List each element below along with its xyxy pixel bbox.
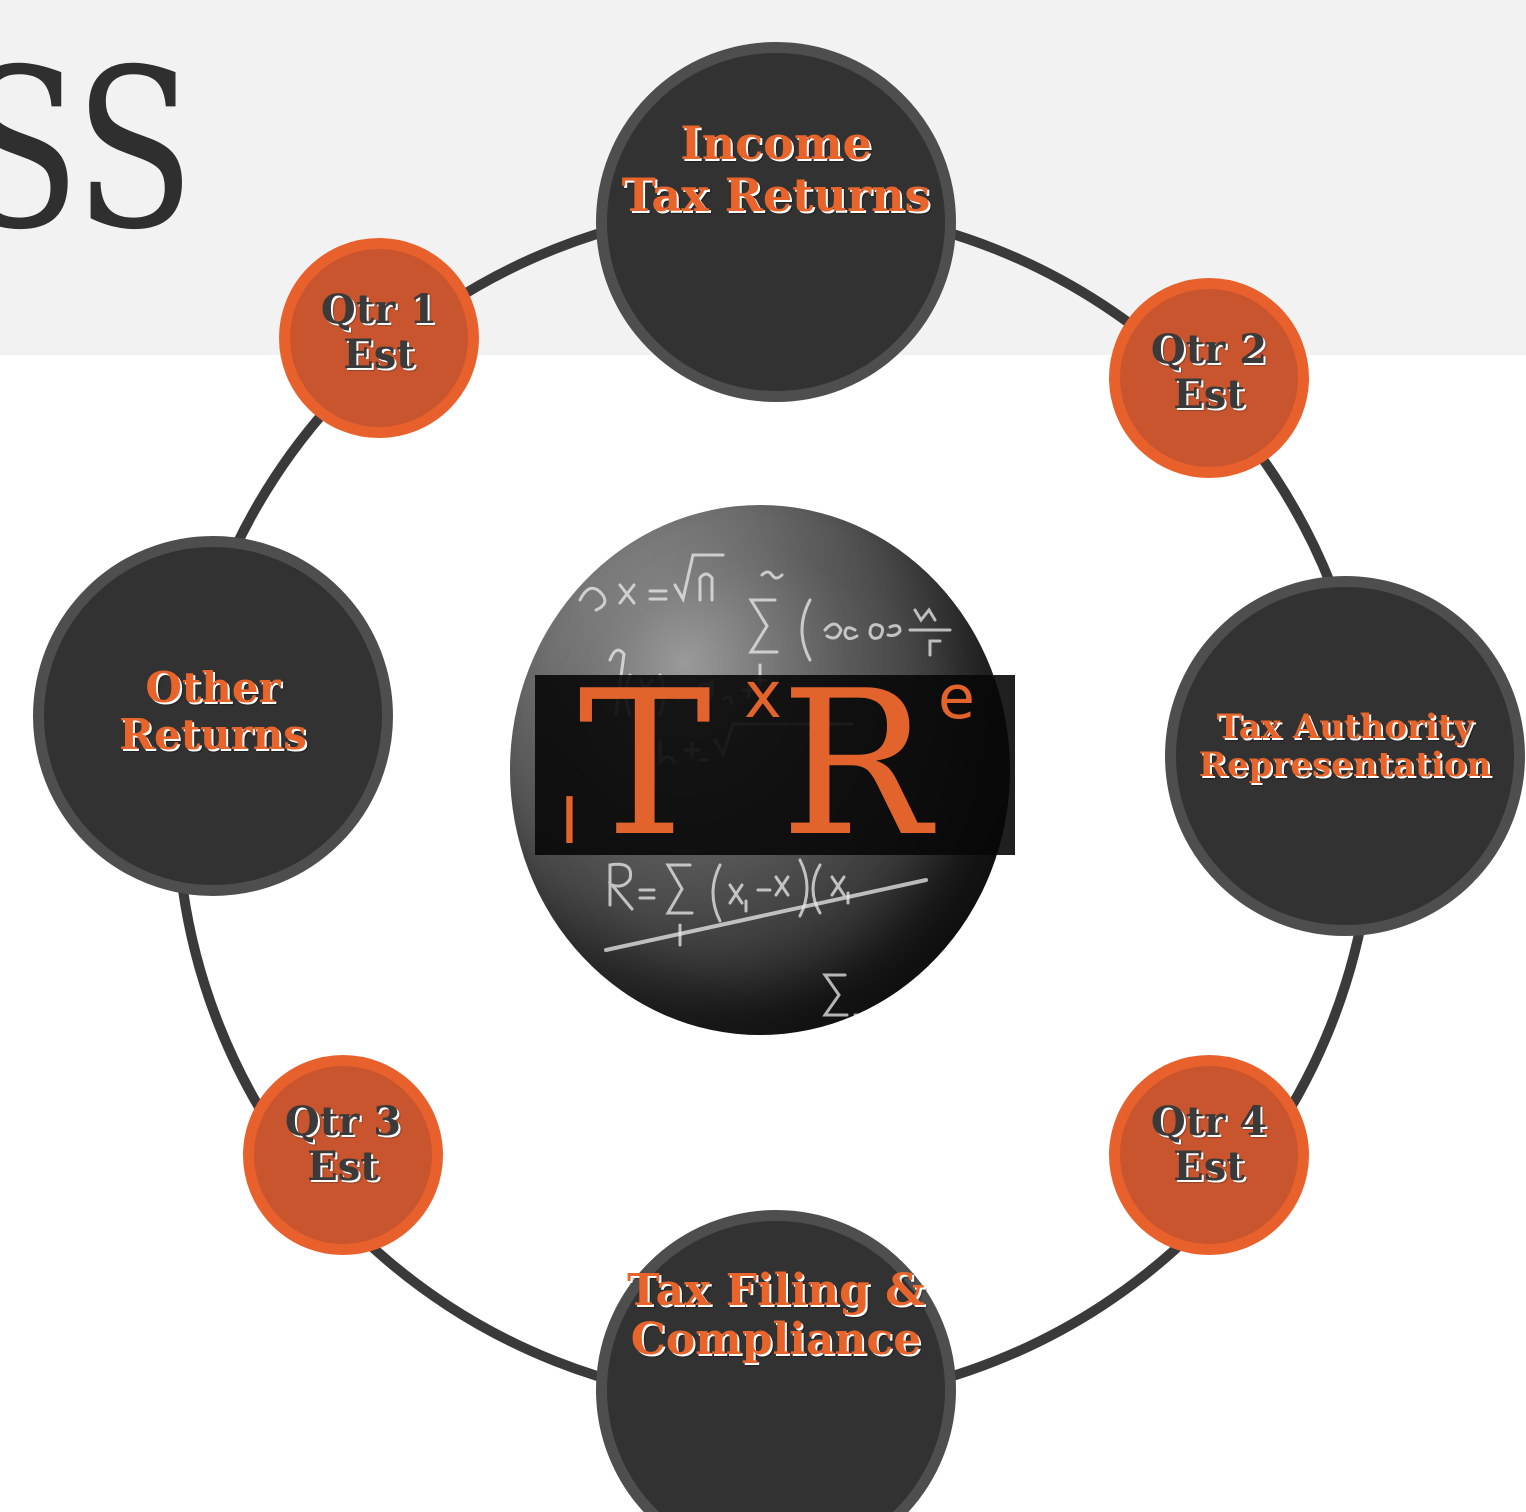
logo-plate xyxy=(535,675,1015,855)
node-qtr-3-est[interactable]: Qtr 3 Est xyxy=(243,1055,443,1255)
node-qtr-4-est[interactable]: Qtr 4 Est xyxy=(1109,1055,1309,1255)
node-label-qtr-4-est: Qtr 4 Est xyxy=(1150,1098,1268,1190)
logo-letter-e: e xyxy=(938,663,975,733)
logo-letter-i: I xyxy=(560,785,579,859)
node-tax-authority-representation[interactable]: Tax Authority Representation xyxy=(1165,576,1525,936)
logo-letter-t: T xyxy=(578,648,712,881)
logo-letter-x: x xyxy=(744,659,782,733)
node-label-other-returns: Other Returns xyxy=(119,662,307,759)
node-other-returns[interactable]: Other Returns xyxy=(33,536,393,896)
node-tax-filing-compliance[interactable]: Tax Filing & Compliance xyxy=(596,1210,956,1512)
node-label-qtr-1-est: Qtr 1 Est xyxy=(320,286,438,378)
node-income-tax-returns[interactable]: Income Tax Returns xyxy=(596,42,956,402)
node-label-income-tax-returns: Income Tax Returns xyxy=(621,115,931,222)
node-label-qtr-3-est: Qtr 3 Est xyxy=(284,1098,402,1190)
page-heading-fragment: SS xyxy=(0,22,195,278)
node-qtr-1-est[interactable]: Qtr 1 Est xyxy=(279,238,479,438)
node-label-qtr-2-est: Qtr 2 Est xyxy=(1150,326,1268,418)
node-label-tax-filing-compliance: Tax Filing & Compliance xyxy=(627,1264,925,1365)
node-qtr-2-est[interactable]: Qtr 2 Est xyxy=(1109,278,1309,478)
logo-letter-r: R xyxy=(780,648,931,881)
node-label-tax-authority-representation: Tax Authority Representation xyxy=(1198,706,1492,785)
